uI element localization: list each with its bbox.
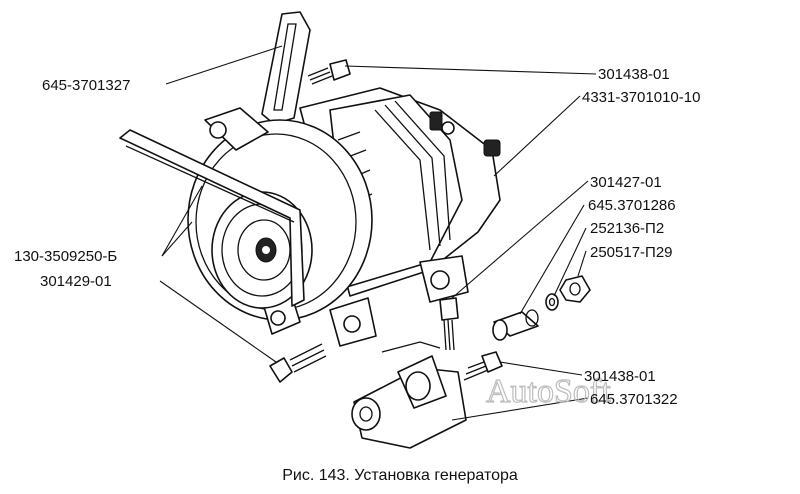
watermark: AutoSoft: [486, 373, 611, 410]
label-252136-p2: 252136-П2: [590, 220, 664, 237]
bolt-left: [269, 343, 327, 383]
leader-lines: [159, 45, 597, 421]
label-645-3701286: 645.3701286: [588, 197, 676, 214]
label-301438-01-top: 301438-01: [598, 66, 670, 83]
bolt-top: [307, 59, 351, 85]
label-301438-01-bottom: 301438-01: [584, 368, 656, 385]
lower-bracket: [351, 341, 467, 449]
label-130-3509250-b: 130-3509250-Б: [14, 248, 117, 265]
tension-bracket: [261, 11, 311, 125]
label-301429-01: 301429-01: [40, 273, 112, 290]
label-250517-p29: 250517-П29: [590, 244, 673, 261]
label-4331-3701010-10: 4331-3701010-10: [582, 89, 700, 106]
label-645-3701322: 645.3701322: [590, 391, 678, 408]
nut: [559, 275, 591, 303]
washer: [545, 293, 559, 311]
bolt-bottom: [463, 351, 503, 381]
label-645-3701327: 645-3701327: [42, 77, 130, 94]
bolt-middle: [439, 297, 459, 351]
label-301427-01: 301427-01: [590, 174, 662, 191]
drive-belt: [119, 129, 305, 307]
figure-caption: Рис. 143. Установка генератора: [282, 467, 518, 484]
bushing: [492, 309, 539, 341]
